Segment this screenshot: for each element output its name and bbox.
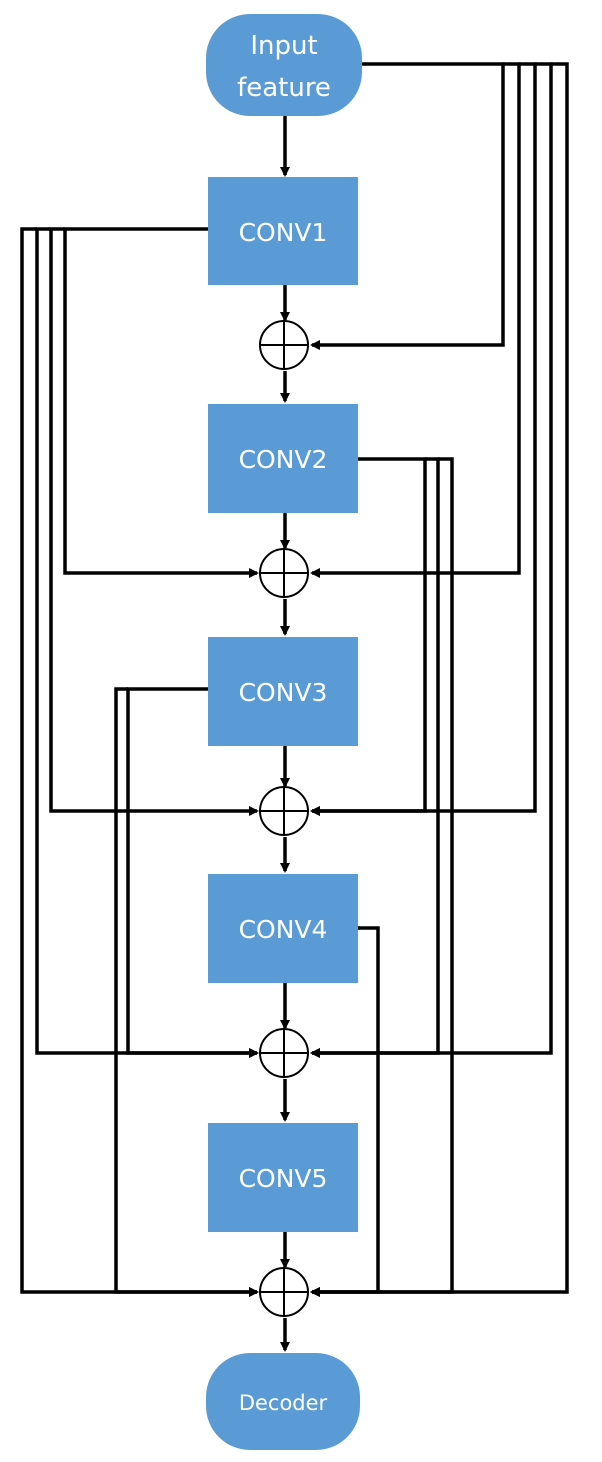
conv1-label: CONV1 bbox=[239, 218, 328, 247]
edge-conv3-to-sum4 bbox=[126, 687, 259, 1058]
edge-input-to-sum2 bbox=[310, 62, 521, 578]
input-feature-node: Input feature bbox=[206, 14, 362, 116]
conv4-node: CONV4 bbox=[208, 874, 358, 983]
conv1-box bbox=[208, 177, 358, 285]
input-feature-label-line2: feature bbox=[237, 73, 331, 103]
conv5-label: CONV5 bbox=[239, 1164, 328, 1193]
conv3-node: CONV3 bbox=[208, 637, 358, 746]
sum3-node bbox=[259, 786, 309, 836]
edge-conv1-to-sum2 bbox=[63, 227, 259, 578]
edge-input-to-sum1 bbox=[310, 62, 505, 350]
sum1-node bbox=[259, 320, 309, 370]
decoder-node: Decoder bbox=[206, 1353, 360, 1450]
conv5-box bbox=[208, 1123, 358, 1232]
conv2-box bbox=[208, 404, 358, 513]
input-feature-label-line1: Input bbox=[250, 31, 317, 61]
conv5-node: CONV5 bbox=[208, 1123, 358, 1232]
decoder-label: Decoder bbox=[239, 1391, 328, 1415]
sum2-node bbox=[259, 548, 309, 598]
decoder-shape bbox=[206, 1353, 360, 1450]
sum5-node bbox=[259, 1267, 309, 1317]
conv2-label: CONV2 bbox=[239, 445, 328, 474]
skip-connections bbox=[20, 62, 569, 1297]
sum4-node bbox=[259, 1028, 309, 1078]
conv3-label: CONV3 bbox=[239, 678, 328, 707]
edge-conv2-to-sum3 bbox=[310, 457, 427, 816]
conv4-box bbox=[208, 874, 358, 983]
edge-conv1-to-sum3 bbox=[49, 227, 259, 816]
conv3-box bbox=[208, 637, 358, 746]
edge-conv2-to-sum4 bbox=[310, 457, 440, 1058]
edge-conv2-to-sum5 bbox=[310, 457, 454, 1297]
conv1-node: CONV1 bbox=[208, 177, 358, 285]
edge-conv4-to-sum5 bbox=[310, 926, 380, 1297]
conv4-label: CONV4 bbox=[239, 915, 328, 944]
input-feature-shape bbox=[206, 14, 362, 116]
conv2-node: CONV2 bbox=[208, 404, 358, 513]
edge-conv3-to-sum5 bbox=[114, 687, 259, 1297]
